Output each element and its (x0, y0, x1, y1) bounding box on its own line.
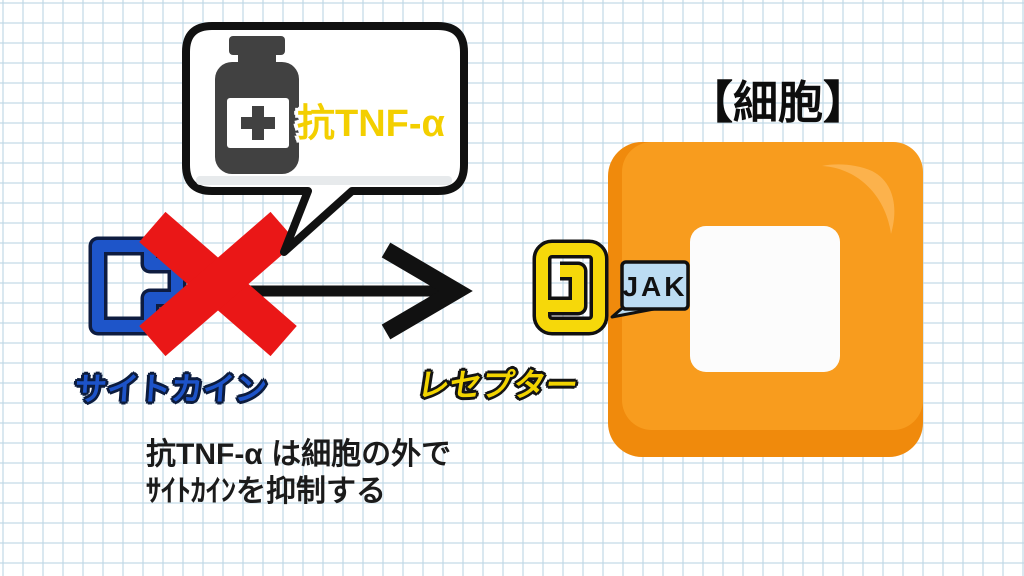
cell-body (608, 142, 923, 457)
jak-tag: JAK (610, 260, 690, 319)
medical-cross-icon (241, 106, 275, 140)
right-arrow-icon (244, 242, 473, 340)
speech-bubble (182, 22, 468, 256)
cell-title: 【細胞】 (688, 77, 869, 128)
cytokine-label: サイトカイン (73, 371, 269, 407)
speech-bubble-inner-shade (196, 176, 452, 185)
cell-gloss-highlight (822, 164, 895, 234)
jak-label: JAK (622, 271, 687, 302)
bottle-cap (229, 36, 285, 55)
receptor-hook (542, 265, 584, 312)
receptor-shape (532, 239, 609, 336)
caption-line-1: 抗TNF-α は細胞の外で (146, 438, 452, 471)
jak-tag-box (620, 260, 690, 311)
drug-name-label: 抗TNF-α (297, 103, 445, 145)
receptor-ring (536, 243, 605, 332)
x-bar-2 (139, 211, 297, 357)
cross-v (252, 106, 264, 140)
arrow-head (381, 242, 473, 340)
receptor-label: レセプター (414, 367, 581, 403)
caption-line-2: ｻｲﾄｶｲﾝを抑制する (146, 475, 386, 508)
inhibition-x-icon (139, 211, 297, 357)
cell-nucleus (690, 226, 840, 372)
caption: 抗TNF-α は細胞の外で ｻｲﾄｶｲﾝを抑制する (146, 436, 451, 510)
